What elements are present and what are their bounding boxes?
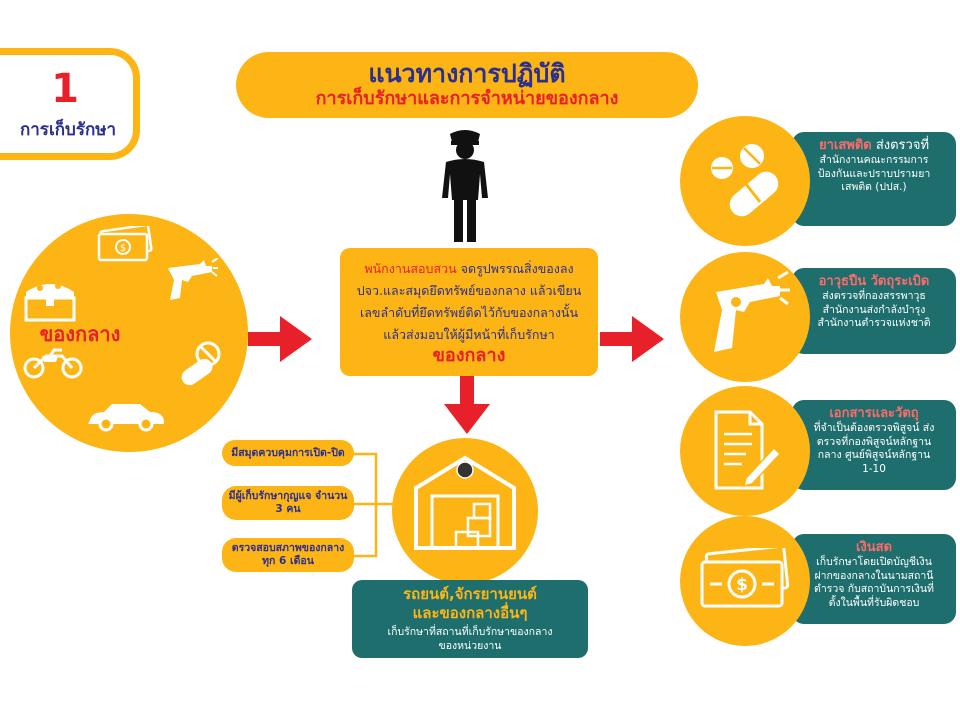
- rule-pill: มีผู้เก็บรักษากุญแจ จำนวน 3 คน: [222, 486, 354, 520]
- arrow-down-icon: [444, 376, 490, 434]
- title-line-1: แนวทางการปฏิบัติ: [368, 59, 566, 88]
- motorcycle-icon: [23, 348, 83, 379]
- gun-icon: [714, 270, 790, 352]
- drugs-circle: [680, 116, 810, 246]
- cash-line: เก็บรักษาโดยเปิดบัญชีเงิน: [816, 556, 932, 568]
- documents-line: ที่จำเป็นต้องตรวจพิสูจน์ ส่ง: [813, 422, 935, 434]
- procedure-line-4: แล้วส่งมอบให้ผู้มีหน้าที่เก็บรักษา: [383, 327, 555, 342]
- storage-body: เก็บรักษาที่สถานที่เก็บรักษาของกลาง ของห…: [388, 625, 553, 653]
- evidence-label: ของกลาง: [39, 322, 121, 346]
- svg-text:$: $: [120, 243, 126, 254]
- banknote-icon: $: [700, 548, 790, 608]
- arrow-right-icon: [600, 316, 664, 362]
- storage-title-2: และของกลางอื่นๆ: [412, 604, 528, 622]
- cash-line: ตำรวจ กับสถาบันการเงินที่: [814, 583, 934, 595]
- warehouse-icon: [414, 455, 516, 550]
- storage-title-1: รถยนต์,จักรยานยนต์: [403, 585, 537, 603]
- cash-line: ฝากของกลางในนามสถานี: [814, 569, 934, 582]
- procedure-line-3: เลขลำดับที่ยึดทรัพย์ติดไว้กับของกลางนั้น: [359, 305, 579, 320]
- procedure-evidence-label: ของกลาง: [432, 345, 506, 366]
- section-label: การเก็บรักษา: [19, 120, 117, 140]
- banknote-icon: $: [97, 226, 153, 262]
- section-tab: [0, 48, 140, 160]
- documents-title: เอกสารและวัตถุ: [829, 406, 919, 421]
- procedure-line-2: ปจว.และสมุดยึดทรัพย์ของกลาง แล้วเขียน: [356, 283, 582, 298]
- procedure-line-1-rest: จดรูปพรรณสิ่งของลง: [456, 261, 574, 276]
- treasure-chest-icon: [24, 283, 76, 322]
- drugs-line: สำนักงานคณะกรรมการ: [819, 154, 929, 166]
- documents-line: กลาง ศูนย์พิสูจน์หลักฐาน: [817, 449, 931, 461]
- firearms-line: สำนักงานตำรวจแห่งชาติ: [817, 317, 931, 329]
- documents-info-box: เอกสารและวัตถุ ที่จำเป็นต้องตรวจพิสูจน์ …: [792, 400, 956, 490]
- firearms-info-box: อาวุธปืน วัตถุระเบิด ส่งตรวจที่กองสรรพาว…: [792, 268, 956, 354]
- document-pen-icon: [714, 410, 782, 490]
- drugs-title: ยาเสพติด ส่งตรวจที่: [800, 138, 948, 154]
- page-title: แนวทางการปฏิบัติ การเก็บรักษาและการจำหน่…: [236, 52, 698, 118]
- firearms-title: อาวุธปืน วัตถุระเบิด: [818, 274, 930, 289]
- pills-icon: [711, 144, 779, 217]
- rule-pill: มีสมุดควบคุมการเปิด-ปิด: [222, 440, 354, 466]
- arrow-right-icon: [248, 316, 312, 362]
- drugs-line: ป้องกันและปราบปรามยา: [817, 167, 931, 180]
- title-line-2: การเก็บรักษาและการจำหน่ายของกลาง: [315, 87, 619, 109]
- procedure-box: พนักงานสอบสวน จดรูปพรรณสิ่งของลง ปจว.และ…: [340, 248, 598, 376]
- drugs-line: เสพติด (ปปส.): [841, 181, 907, 193]
- drugs-info-box: ยาเสพติด ส่งตรวจที่ สำนักงานคณะกรรมการ ป…: [792, 132, 956, 226]
- officer-label: พนักงานสอบสวน: [364, 261, 457, 276]
- firearms-circle: [680, 252, 810, 382]
- police-officer-icon: [442, 130, 488, 242]
- storage-body-line-2: ของหน่วยงาน: [438, 640, 502, 652]
- cash-info-box: เงินสด เก็บรักษาโดยเปิดบัญชีเงิน ฝากของก…: [792, 534, 956, 624]
- drugs-title-text: ยาเสพติด: [818, 138, 872, 153]
- firearms-line: สำนักงานส่งกำลังบำรุง: [822, 303, 926, 316]
- rule-pill: ตรวจสอบสภาพของกลาง ทุก 6 เดือน: [222, 538, 354, 572]
- documents-line: 1-10: [862, 462, 886, 475]
- storage-body-line-1: เก็บรักษาที่สถานที่เก็บรักษาของกลาง: [387, 626, 553, 638]
- section-number: 1: [51, 66, 79, 112]
- cash-title: เงินสด: [855, 540, 893, 555]
- pills-icon: [181, 341, 221, 386]
- cash-line: ตั้งในพื้นที่รับผิดชอบ: [828, 596, 920, 609]
- procedure-line-1: พนักงานสอบสวน จดรูปพรรณสิ่งของลง: [348, 258, 590, 280]
- firearms-line: ส่งตรวจที่กองสรรพาวุธ: [822, 290, 926, 302]
- drugs-title-suffix: ส่งตรวจที่: [871, 138, 930, 153]
- documents-circle: [680, 386, 810, 516]
- car-icon: [88, 404, 164, 432]
- svg-text:$: $: [736, 575, 748, 595]
- documents-line: ตรวจที่กองพิสูจน์หลักฐาน: [816, 435, 932, 448]
- storage-info-box: รถยนต์,จักรยานยนต์ และของกลางอื่นๆ เก็บร…: [352, 580, 588, 658]
- gun-icon: [168, 258, 218, 300]
